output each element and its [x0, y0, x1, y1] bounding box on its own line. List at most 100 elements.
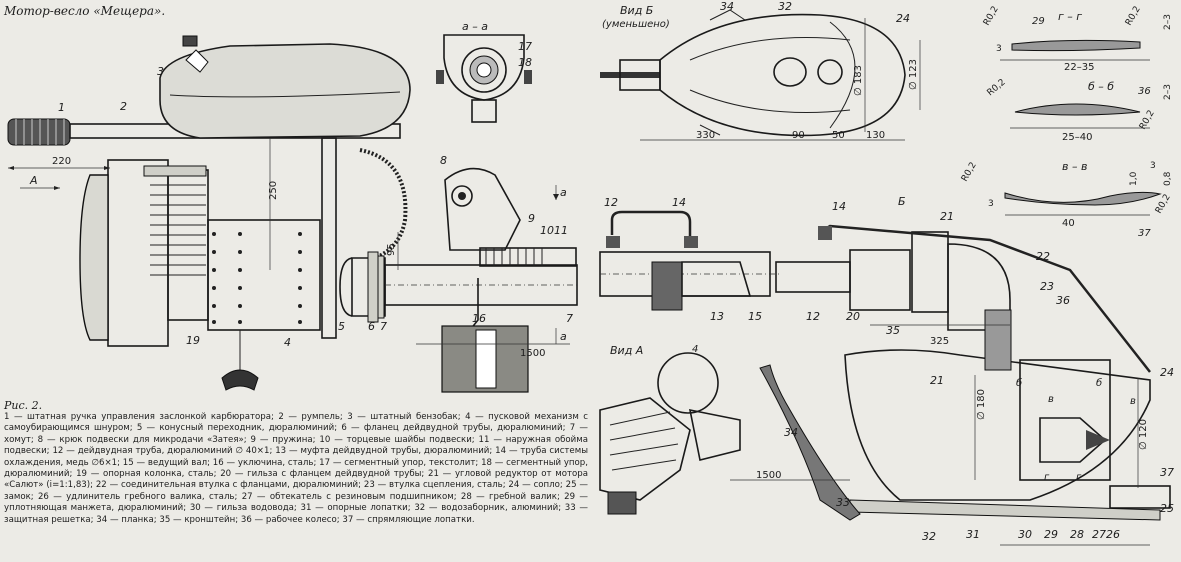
- callout-15: 15: [748, 310, 762, 323]
- section-aa-label: а – а: [462, 20, 488, 33]
- view-a-drawing: [599, 352, 741, 515]
- callout-24: 24: [1160, 366, 1174, 379]
- callout-24-top: 24: [896, 12, 910, 25]
- throttle-grip: [7, 118, 71, 146]
- dim-d123: ∅ 123: [908, 59, 919, 90]
- dim-d180: ∅ 180: [976, 389, 987, 420]
- mark-b-2: б: [1096, 377, 1102, 389]
- section-bb-label: б – б: [1088, 80, 1114, 93]
- dim-2540: 25–40: [1062, 132, 1092, 143]
- callout-6: 6: [368, 320, 375, 333]
- dim-1500-right: 1500: [756, 470, 781, 481]
- callout-12-left: 12: [604, 196, 618, 209]
- callout-33: 33: [836, 496, 850, 509]
- radius-bb-left: R0,2: [986, 77, 1008, 98]
- callout-34-top: 34: [720, 0, 734, 13]
- callout-28: 28: [1070, 528, 1084, 541]
- legend-item: 37 — спрямляющие лопатки.: [342, 514, 475, 525]
- callout-22: 22: [1036, 250, 1050, 263]
- dim-3-vv-left: 3: [988, 199, 994, 209]
- legend-item: 33 — защитная решетка;: [4, 503, 588, 525]
- legend-item: 2 — румпель;: [278, 412, 348, 422]
- callout-32: 32: [922, 530, 936, 543]
- mark-v-2: в: [1130, 396, 1136, 407]
- callout-37-top: 37: [1138, 228, 1151, 239]
- side-view-assembly: [7, 34, 580, 393]
- callout-36-top: 36: [1138, 86, 1151, 97]
- dim-220: 220: [52, 156, 71, 167]
- dim-1500-left: 1500: [520, 348, 545, 359]
- mark-g-2: г: [1076, 472, 1082, 483]
- dim-325: 325: [930, 336, 949, 347]
- callout-29: 29: [1044, 528, 1058, 541]
- radius-vv-left: R0,2: [960, 161, 979, 184]
- dim-23-bb: 2–3: [1163, 84, 1173, 100]
- callout-2: 2: [120, 100, 127, 113]
- dim-d183: ∅ 183: [853, 65, 864, 96]
- callout-13: 13: [710, 310, 724, 323]
- dim-2235: 22–35: [1064, 62, 1094, 73]
- legend-item: 1 — штатная ручка управления заслонкой к…: [4, 412, 279, 422]
- legend-item: 28 — гребной валик;: [460, 491, 565, 502]
- legend-item: 13 — муфта дейдвудной трубы, дюралюминий…: [275, 446, 496, 457]
- legend-item: 14 — труба системы охлаждения, медь ∅6×1…: [4, 446, 588, 468]
- callout-36: 36: [1056, 294, 1070, 307]
- dim-1-vv: 1,0: [1129, 171, 1139, 186]
- legend-item: 21 — угловой редуктор от мотора «Салют» …: [4, 469, 588, 491]
- callout-8: 8: [440, 154, 447, 167]
- callout-9: 9: [528, 212, 535, 225]
- legend-item: 31 — опорные лопатки;: [300, 503, 415, 514]
- callout-4-view-a: 4: [692, 344, 698, 355]
- legend-item: 16 — уключина, сталь;: [212, 457, 320, 468]
- callout-20: 20: [846, 310, 860, 323]
- callout-21-bottom: 21: [930, 374, 944, 387]
- legend-item: 7 — хомут;: [4, 423, 588, 445]
- legend-item: 10 — торцевые шайбы подвески;: [319, 434, 479, 445]
- figure-legend: 1 — штатная ручка управления заслонкой к…: [4, 412, 588, 526]
- mark-b-1: б: [1016, 377, 1022, 389]
- callout-4: 4: [284, 336, 291, 349]
- callout-19: 19: [186, 334, 200, 347]
- callout-14-left: 14: [672, 196, 686, 209]
- arrow-b-label: Б: [898, 195, 906, 208]
- legend-item: 35 — кронштейн;: [159, 514, 241, 525]
- legend-item: 3 — штатный бензобак;: [347, 412, 466, 422]
- dim-50: 50: [832, 130, 845, 141]
- callout-7b: 7: [566, 312, 573, 325]
- legend-item: 6 — фланец дейдвудной трубы, дюралюминий…: [341, 423, 570, 434]
- callout-12-right: 12: [806, 310, 820, 323]
- callout-30: 30: [1018, 528, 1032, 541]
- callout-16: 16: [472, 312, 486, 325]
- legend-item: 30 — гильза водовода;: [189, 503, 301, 514]
- callout-31: 31: [966, 528, 980, 541]
- callout-32-top: 32: [778, 0, 792, 13]
- view-b-drawing: [600, 9, 921, 141]
- legend-item: 22 — соединительная втулка с фланцами, д…: [95, 480, 364, 491]
- callout-26: 26: [1106, 528, 1120, 541]
- callout-34: 34: [784, 426, 798, 439]
- callout-14-right: 14: [832, 200, 846, 213]
- view-b-label: Вид Б: [620, 4, 653, 17]
- mark-a-top: а: [560, 186, 567, 199]
- dim-130: 130: [866, 130, 885, 141]
- legend-item: 19 — опорная колонка, сталь;: [76, 469, 221, 480]
- callout-10: 10: [540, 224, 554, 237]
- view-b-note: (уменьшено): [602, 19, 670, 30]
- blade-profiles: [1000, 39, 1162, 216]
- callout-25: 25: [1160, 502, 1174, 515]
- mark-g-1: г: [1044, 472, 1050, 483]
- legend-item: 8 — крюк подвески для микродачи «Затея»;: [37, 434, 251, 445]
- radius-gg-left: R0,2: [982, 5, 1001, 28]
- dim-d120: ∅ 120: [1138, 419, 1149, 450]
- legend-item: 4 — пусковой механизм с самоубирающимся …: [4, 412, 589, 434]
- legend-item: 32 — водозаборник, алюминий;: [414, 503, 565, 514]
- callout-17: 17: [518, 40, 532, 53]
- legend-item: 25 — замок;: [4, 480, 588, 502]
- radius-bb-right: R0,2: [1138, 109, 1157, 132]
- dim-95: 95: [386, 243, 397, 256]
- dim-40: 40: [1062, 218, 1075, 229]
- mark-a-bottom: а: [560, 330, 567, 343]
- radius-gg-right: R0,2: [1124, 5, 1143, 28]
- legend-item: 11 — наружная обойма подвески;: [4, 434, 588, 457]
